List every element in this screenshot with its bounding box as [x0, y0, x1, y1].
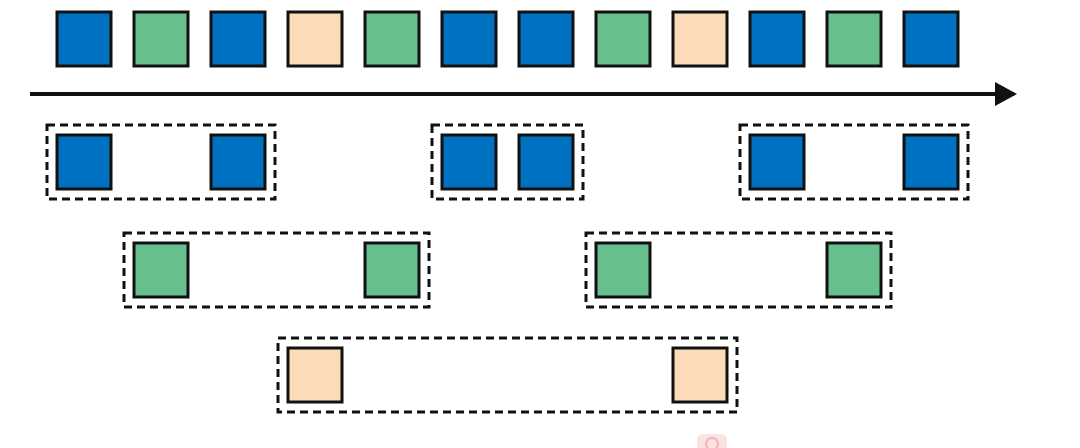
timeline-square-peach	[286, 10, 344, 68]
group-dashed-box	[584, 231, 893, 309]
group-square-blue	[440, 133, 498, 191]
group-dashed-box	[430, 123, 585, 201]
group-dashed-box	[122, 231, 431, 309]
timeline-square-green	[594, 10, 652, 68]
timeline-square-blue	[517, 10, 575, 68]
watermark-logo-icon	[697, 434, 727, 448]
group-dashed-box	[738, 123, 970, 201]
timeline-square-blue	[209, 10, 267, 68]
timeline-row	[55, 10, 960, 68]
group-square-blue	[902, 133, 960, 191]
timeline-square-green	[363, 10, 421, 68]
group-square-peach	[286, 346, 344, 404]
group-blue	[430, 123, 585, 201]
group-square-peach	[671, 346, 729, 404]
arrow-right-icon	[995, 82, 1017, 106]
group-green	[122, 231, 431, 309]
timeline-square-peach	[671, 10, 729, 68]
group-square-green	[594, 241, 652, 299]
group-dashed-box	[45, 123, 277, 201]
group-square-green	[132, 241, 190, 299]
timeline-square-blue	[748, 10, 806, 68]
group-peach	[276, 336, 739, 414]
timeline-square-blue	[902, 10, 960, 68]
group-dashed-box	[276, 336, 739, 414]
group-square-green	[825, 241, 883, 299]
timeline-square-green	[132, 10, 190, 68]
timeline-square-blue	[440, 10, 498, 68]
group-green	[584, 231, 893, 309]
timeline-square-blue	[55, 10, 113, 68]
group-square-blue	[55, 133, 113, 191]
timeline-square-green	[825, 10, 883, 68]
group-blue	[738, 123, 970, 201]
group-square-green	[363, 241, 421, 299]
group-square-blue	[517, 133, 575, 191]
group-blue	[45, 123, 277, 201]
group-square-blue	[209, 133, 267, 191]
group-square-blue	[748, 133, 806, 191]
groups-layer	[45, 123, 970, 414]
